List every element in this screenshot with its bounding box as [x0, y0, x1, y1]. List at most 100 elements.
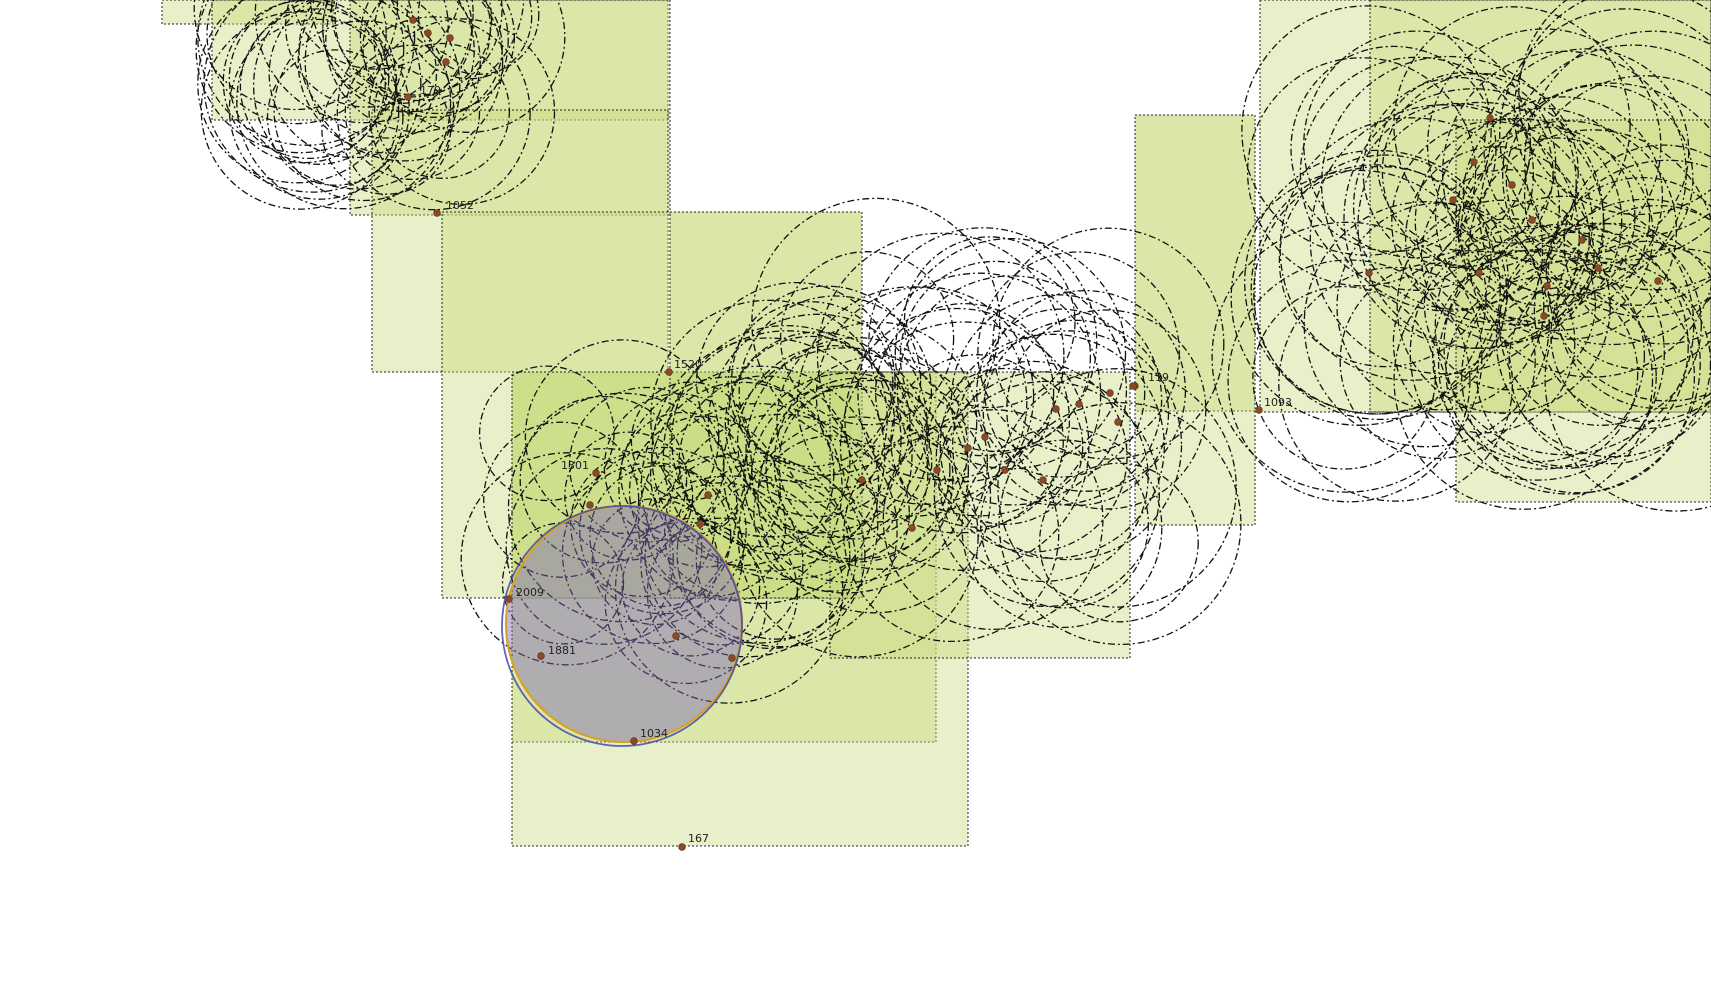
node-point	[1540, 312, 1548, 320]
node-labels: 167 1093 1520 1301 2009 1881 1034 119 10…	[420, 84, 1292, 845]
range-circle	[1547, 159, 1711, 402]
node-points	[404, 16, 1662, 851]
range-circle	[1499, 8, 1711, 261]
node-point	[858, 476, 866, 484]
range-circle	[519, 395, 688, 564]
range-circle	[730, 285, 922, 476]
range-circle	[1352, 102, 1561, 310]
range-circle	[1339, 262, 1536, 459]
coverage-tile	[1134, 114, 1256, 526]
node-point	[586, 501, 594, 509]
range-circle	[722, 347, 970, 594]
range-circle	[707, 313, 928, 534]
range-circle	[1278, 154, 1492, 368]
range-circle	[724, 331, 911, 518]
selected-region[interactable]	[501, 504, 744, 747]
range-circle	[1441, 50, 1687, 296]
node-point	[630, 737, 638, 745]
range-circle	[373, 42, 511, 179]
node-point	[1654, 277, 1662, 285]
range-circle	[868, 227, 1098, 457]
range-circle	[1445, 276, 1639, 470]
node-point	[1475, 269, 1483, 277]
range-circle	[857, 272, 1102, 517]
node-point	[678, 843, 686, 851]
range-circle	[765, 377, 951, 563]
range-circle	[737, 416, 979, 658]
range-circle	[1495, 222, 1711, 458]
node-label-179: 179	[420, 84, 441, 97]
range-circle	[773, 355, 989, 570]
node-point	[1578, 236, 1586, 244]
range-circle	[844, 307, 1071, 534]
range-circle	[236, 0, 452, 210]
range-circle	[505, 447, 703, 645]
range-circle	[1523, 30, 1711, 291]
range-circle	[460, 452, 674, 666]
node-point	[446, 34, 454, 42]
node-point	[1543, 282, 1551, 290]
range-circle	[1038, 462, 1199, 623]
range-circle	[362, 0, 503, 118]
node-label-1034: 1034	[640, 727, 668, 740]
range-circle	[1357, 101, 1605, 350]
range-circle	[197, 0, 398, 184]
range-circle	[1279, 117, 1544, 381]
range-circle	[604, 521, 768, 685]
range-circle	[483, 421, 640, 578]
range-circle	[322, 0, 492, 113]
range-circle	[298, 0, 475, 139]
range-circle	[1404, 146, 1590, 331]
coverage-tile	[1259, 0, 1711, 413]
selected-region-inner	[501, 505, 743, 747]
node-point	[1129, 382, 1137, 390]
range-circle	[325, 0, 509, 133]
range-circle	[1544, 247, 1711, 512]
range-circle	[1336, 202, 1545, 411]
range-circle	[206, 0, 387, 125]
node-point	[1039, 476, 1047, 484]
range-circle	[322, 0, 473, 105]
range-circle	[1533, 198, 1711, 423]
range-circle	[1230, 169, 1487, 426]
range-circle	[628, 415, 781, 568]
range-circle	[1278, 266, 1514, 502]
range-circle	[564, 431, 694, 561]
range-circle	[1426, 28, 1662, 263]
node-label-1301: 1301	[561, 459, 589, 472]
range-circle	[671, 324, 902, 556]
node-point	[1486, 114, 1494, 122]
range-circle	[618, 376, 843, 601]
node-point	[981, 433, 989, 441]
range-circle	[678, 375, 851, 548]
node-point	[1075, 400, 1083, 408]
range-circle	[1502, 44, 1711, 306]
node-point	[424, 29, 432, 37]
range-circle	[1246, 57, 1477, 287]
node-point	[728, 654, 736, 662]
range-circle	[203, 0, 422, 193]
node-point	[537, 652, 545, 660]
node-point	[1470, 158, 1478, 166]
node-point	[1594, 264, 1602, 272]
range-circle	[903, 236, 1076, 409]
range-circle	[406, 0, 533, 80]
range-circle	[614, 475, 844, 704]
range-circle	[200, 11, 400, 210]
node-label-119: 119	[1148, 371, 1169, 384]
range-circle	[1437, 231, 1701, 495]
range-circle	[268, 0, 438, 159]
range-circle	[952, 330, 1183, 561]
range-circle	[1550, 240, 1711, 430]
range-circle	[417, 0, 540, 75]
node-point	[505, 595, 513, 603]
range-circle	[977, 251, 1180, 455]
range-circle	[882, 409, 1104, 631]
range-circle	[1457, 120, 1678, 340]
range-circle	[650, 299, 888, 538]
range-circle	[753, 435, 910, 592]
node-label-167: 167	[688, 832, 709, 845]
range-circle	[193, 0, 399, 111]
range-circle	[1479, 82, 1711, 346]
